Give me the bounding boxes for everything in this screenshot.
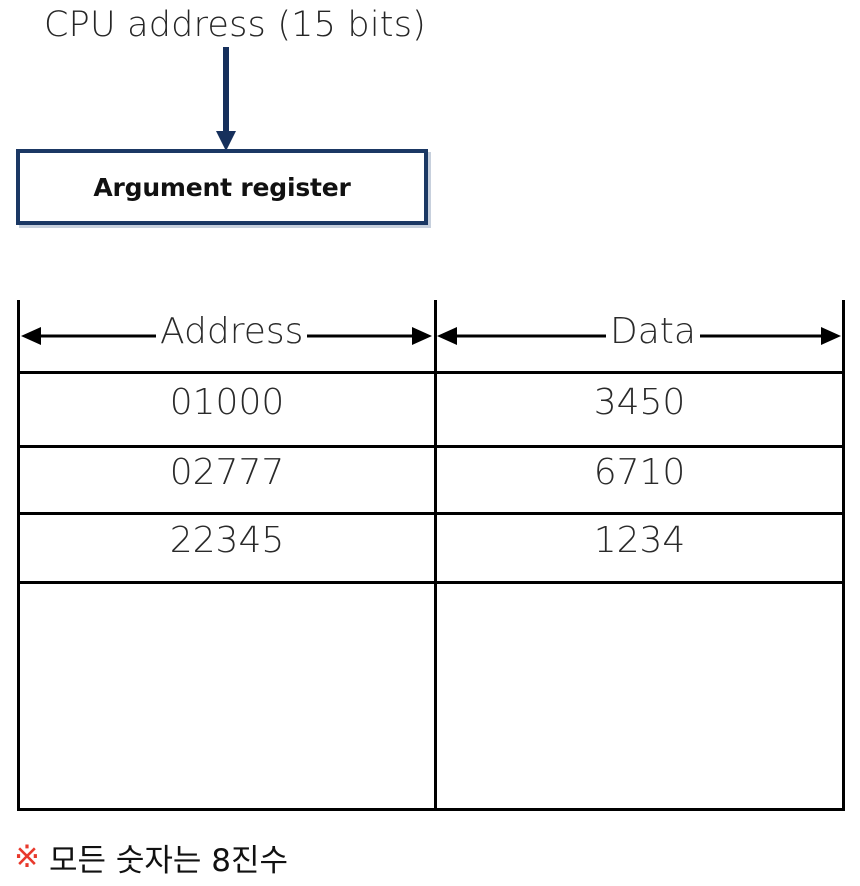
cpu-address-arrow	[213, 47, 239, 153]
argument-register-label: Argument register	[93, 172, 351, 202]
table-cell-address: 22345	[169, 520, 285, 561]
footnote-text: 모든 숫자는 8진수	[48, 843, 289, 879]
table-rule-row1-bottom	[17, 445, 845, 448]
argument-register-box: Argument register	[16, 149, 428, 225]
table-header-row: Address Data	[17, 300, 845, 371]
column-header-data: Data	[606, 306, 700, 358]
table-column-divider	[434, 300, 437, 811]
table-border-left	[17, 300, 20, 811]
table-border-right	[842, 300, 845, 811]
table-cell-address: 02777	[169, 452, 285, 493]
table-cell-data: 6710	[593, 452, 686, 493]
column-header-address: Address	[156, 306, 308, 358]
table-rule-row2-bottom	[17, 512, 845, 515]
table-rule-header-bottom	[17, 371, 845, 374]
arrow-down-icon	[216, 47, 236, 151]
table-border-bottom	[17, 808, 845, 811]
page-title: CPU address (15 bits)	[44, 5, 426, 45]
footnote: ※ 모든 숫자는 8진수	[14, 835, 288, 880]
column-span-arrows	[21, 327, 841, 345]
table-cell-address: 01000	[169, 382, 285, 423]
table-rule-row3-bottom	[17, 581, 845, 584]
table-cell-data: 3450	[593, 382, 686, 423]
memory-table: Address Data 01000 3450 02777 6710 22345…	[17, 300, 845, 811]
reference-mark-icon: ※	[14, 839, 40, 875]
table-cell-data: 1234	[593, 520, 686, 561]
